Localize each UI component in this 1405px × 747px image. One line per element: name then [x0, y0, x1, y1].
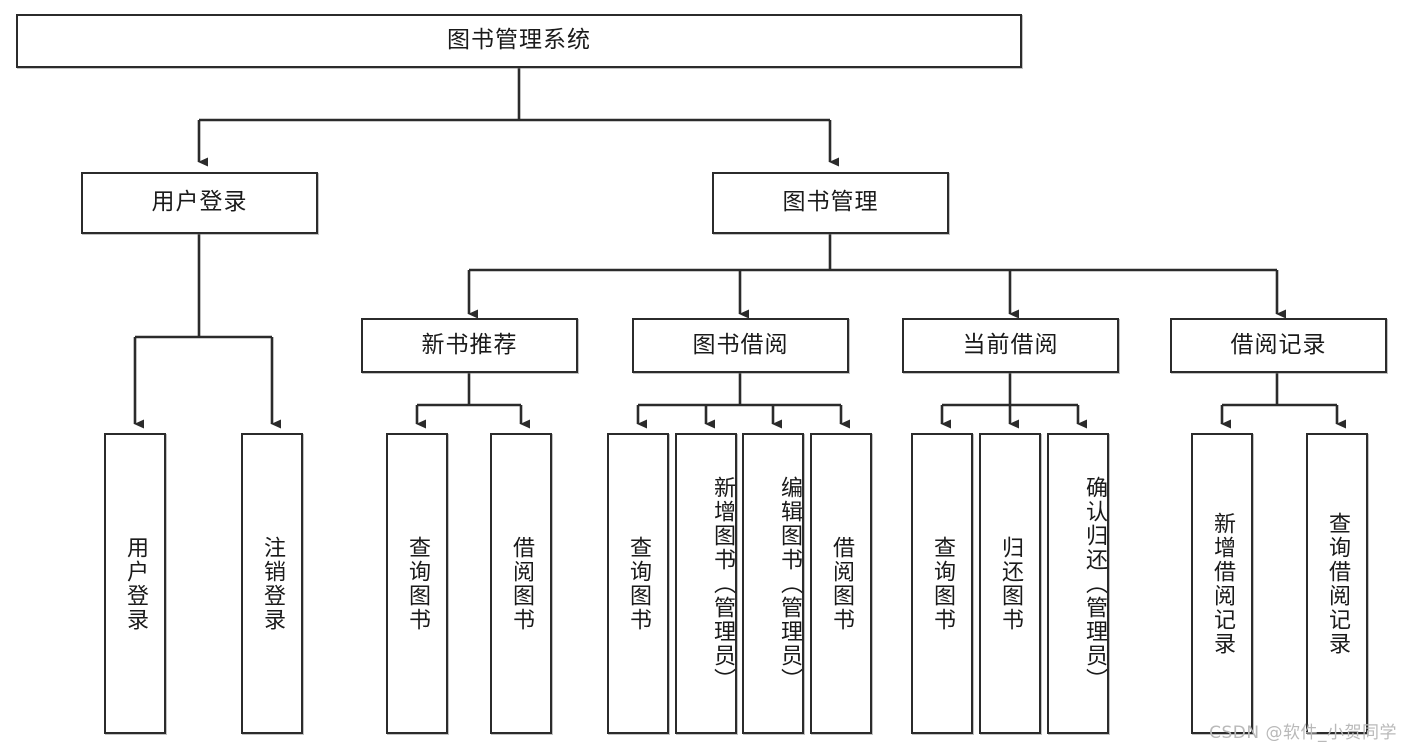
leaf-user-login-logout[interactable]: 注销登录: [241, 433, 303, 734]
node-current-borrow[interactable]: 当前借阅: [902, 318, 1119, 373]
node-user-login[interactable]: 用户登录: [81, 172, 318, 234]
node-root-book-management-system[interactable]: 图书管理系统: [16, 14, 1022, 68]
node-book-management[interactable]: 图书管理: [712, 172, 949, 234]
leaf-new-book-borrow-book[interactable]: 借阅图书: [490, 433, 552, 734]
leaf-borrow-record-query-record[interactable]: 查询借阅记录: [1306, 433, 1368, 734]
leaf-current-borrow-return-book[interactable]: 归还图书: [979, 433, 1041, 734]
leaf-current-borrow-query-book[interactable]: 查询图书: [911, 433, 973, 734]
csdn-watermark: CSDN @软件_小贺同学: [1209, 723, 1397, 743]
leaf-new-book-query-book[interactable]: 查询图书: [386, 433, 448, 734]
leaf-borrow-record-add-record[interactable]: 新增借阅记录: [1191, 433, 1253, 734]
node-new-book-recommend[interactable]: 新书推荐: [361, 318, 578, 373]
node-book-borrow[interactable]: 图书借阅: [632, 318, 849, 373]
node-borrow-record[interactable]: 借阅记录: [1170, 318, 1387, 373]
leaf-current-borrow-confirm-return-admin[interactable]: 确认归还（管理员）: [1047, 433, 1109, 734]
leaf-user-login-login[interactable]: 用户登录: [104, 433, 166, 734]
leaf-book-borrow-borrow-book[interactable]: 借阅图书: [810, 433, 872, 734]
leaf-book-borrow-query-book[interactable]: 查询图书: [607, 433, 669, 734]
leaf-book-borrow-add-book-admin[interactable]: 新增图书（管理员）: [675, 433, 737, 734]
leaf-book-borrow-edit-book-admin[interactable]: 编辑图书（管理员）: [742, 433, 804, 734]
